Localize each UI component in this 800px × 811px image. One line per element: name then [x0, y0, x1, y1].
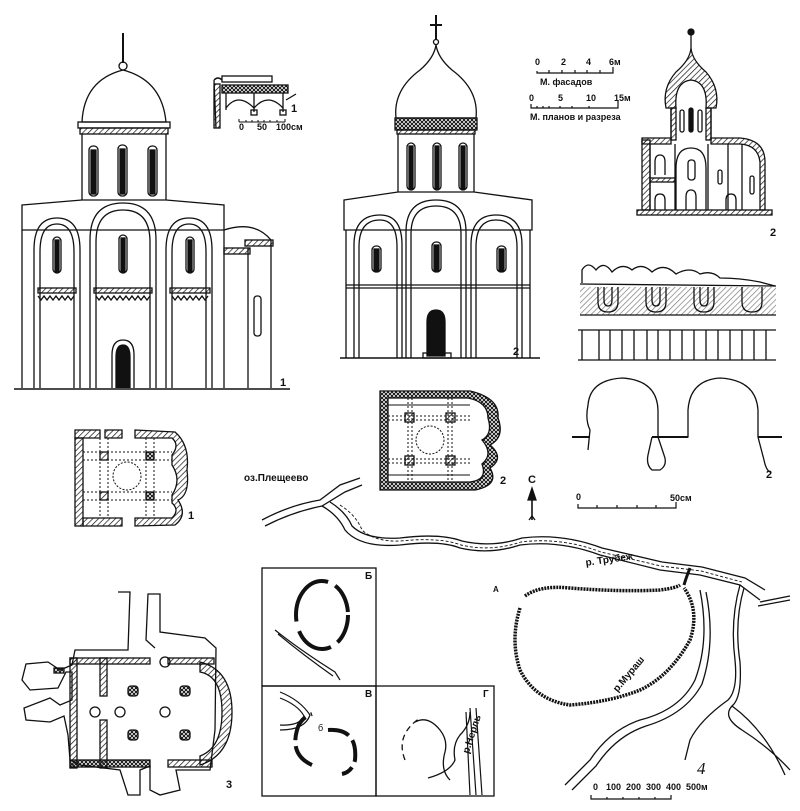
- arcature-detail-1: [213, 75, 297, 129]
- scale-detail2-tick-0: 0: [576, 492, 582, 502]
- facade-1-number: 1: [280, 377, 287, 389]
- church-facade-2: [340, 15, 540, 359]
- scale-map-tick-0: 0: [593, 782, 599, 792]
- north-arrow-graphic: [527, 485, 537, 521]
- scale-map-tick-500: 500м: [686, 782, 708, 792]
- scale-facades-tick-0: 0: [535, 57, 541, 67]
- scale-map-tick-400: 400: [666, 782, 682, 792]
- lake-label: оз.Плещеево: [244, 473, 309, 484]
- scale-map-tick-100: 100: [606, 782, 622, 792]
- plan-2-number: 2: [500, 475, 507, 487]
- scale-plans-tick-15: 15м: [614, 93, 631, 103]
- church-plan-2: [379, 390, 501, 491]
- inset-g-label: Г: [483, 689, 489, 700]
- scale-map-tick-200: 200: [626, 782, 642, 792]
- scale-facades-tick-6: 6м: [609, 57, 621, 67]
- scale-detail1-tick-50: 50: [257, 122, 268, 132]
- church-plan-1: [74, 429, 189, 527]
- point-a-label: А: [493, 585, 499, 594]
- section-2-number: 2: [770, 227, 777, 239]
- detail-1-number: 1: [291, 103, 298, 115]
- scale-detail-2: [577, 502, 677, 509]
- point-b-small-label: б: [318, 723, 324, 733]
- detail-2-number: 2: [766, 469, 773, 481]
- scale-plans-tick-10: 10: [586, 93, 597, 103]
- inset-v-label: В: [365, 689, 373, 700]
- church-section-2: [636, 28, 773, 216]
- plan-3-number: 3: [226, 779, 233, 791]
- inset-maps: [261, 567, 495, 797]
- scale-facades-tick-4: 4: [586, 57, 592, 67]
- scale-detail1-tick-0: 0: [239, 122, 245, 132]
- north-label: С: [528, 474, 536, 486]
- inset-b-label: Б: [365, 571, 373, 582]
- excavated-plan-3: [21, 591, 233, 796]
- scale-plans-tick-0: 0: [529, 93, 535, 103]
- scale-detail1-tick-100: 100см: [276, 122, 303, 132]
- scale-map-tick-300: 300: [646, 782, 662, 792]
- scale-facades-tick-2: 2: [561, 57, 567, 67]
- plan-1-number: 1: [188, 510, 195, 522]
- church-facade-1: [14, 33, 290, 390]
- scale-plans-tick-5: 5: [558, 93, 564, 103]
- frieze-detail-2: [572, 264, 782, 473]
- map-figure-number: 4: [697, 759, 706, 778]
- scale-plans-caption: М. планов и разреза: [530, 112, 621, 122]
- scale-facades-line: [530, 67, 619, 109]
- scale-facades-caption: М. фасадов: [540, 77, 593, 87]
- facade-2-number: 2: [513, 346, 520, 358]
- town-map-4: [261, 477, 791, 791]
- scale-map: [590, 795, 672, 800]
- scale-detail2-tick-50: 50см: [670, 493, 692, 503]
